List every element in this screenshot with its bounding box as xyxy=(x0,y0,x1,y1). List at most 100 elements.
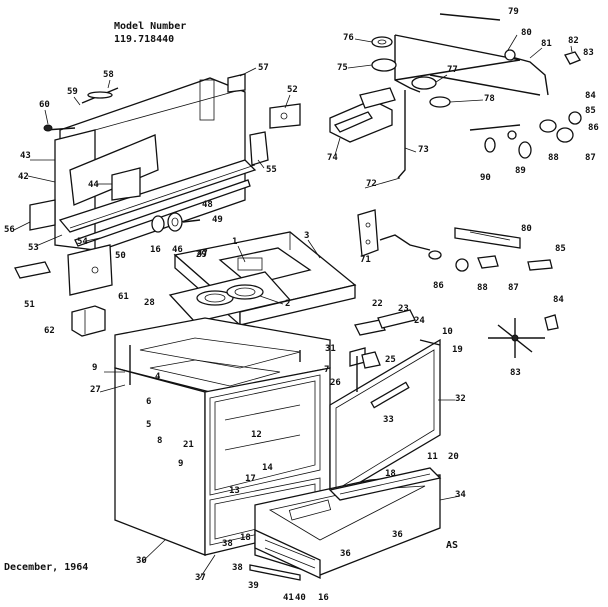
part-label: 23 xyxy=(398,304,409,314)
part-label: 82 xyxy=(568,36,579,46)
part-label: 76 xyxy=(343,33,354,43)
part-label: 78 xyxy=(484,94,495,104)
part-label: 4 xyxy=(155,372,161,382)
leader-lines xyxy=(13,34,573,579)
part-label: 39 xyxy=(248,581,259,591)
part-label: 52 xyxy=(287,85,298,95)
part-label: 77 xyxy=(447,65,458,75)
part-label: 44 xyxy=(88,180,99,190)
part-label: 31 xyxy=(325,344,336,354)
part-label: 32 xyxy=(455,394,466,404)
part-label: 6 xyxy=(146,397,151,407)
part-label: 48 xyxy=(202,200,213,210)
part-label: 10 xyxy=(442,327,453,337)
part-label: 49 xyxy=(212,215,223,225)
part-label: 72 xyxy=(366,179,377,189)
model-number: 119.718440 xyxy=(114,34,174,45)
part-label: 36 xyxy=(392,530,403,540)
diagram-date: December, 1964 xyxy=(4,562,88,573)
part-label: 56 xyxy=(4,225,15,235)
part-label: 16 xyxy=(150,245,161,255)
part-label: 83 xyxy=(510,368,521,378)
gas-manifold-assembly xyxy=(371,13,582,179)
part-label: 53 xyxy=(28,243,39,253)
part-label: 50 xyxy=(115,251,126,261)
range-cabinet xyxy=(114,317,331,556)
part-label: 16 xyxy=(318,593,329,603)
part-label: 71 xyxy=(360,255,371,265)
part-label: 7 xyxy=(324,365,329,375)
part-label: 86 xyxy=(433,281,444,291)
part-label: 79 xyxy=(508,7,519,17)
part-label: 9 xyxy=(178,459,183,469)
part-label: 85 xyxy=(585,106,596,116)
part-label: 25 xyxy=(385,355,396,365)
part-label: 26 xyxy=(330,378,341,388)
part-label: 11 xyxy=(427,452,438,462)
part-label: 58 xyxy=(103,70,114,80)
part-label: 8 xyxy=(157,436,162,446)
part-label: 5 xyxy=(146,420,151,430)
part-label: 28 xyxy=(144,298,155,308)
part-label: 20 xyxy=(448,452,459,462)
part-label: 84 xyxy=(585,91,596,101)
part-label: 87 xyxy=(508,283,519,293)
control-knobs xyxy=(151,212,201,233)
part-label: 62 xyxy=(44,326,55,336)
part-label: 40 xyxy=(295,593,306,603)
part-labels: 1 2 3 4 5 6 7 8 9 9 10 11 12 13 14 16 17… xyxy=(4,7,599,603)
part-label: 87 xyxy=(585,153,596,163)
part-label: 14 xyxy=(262,463,273,473)
part-label: 30 xyxy=(136,556,147,566)
part-label: 38 xyxy=(232,563,243,573)
burner-bracket xyxy=(329,87,396,143)
part-label: 21 xyxy=(183,440,194,450)
part-label: 55 xyxy=(266,165,277,175)
part-label: 41 xyxy=(283,593,294,603)
part-label: 22 xyxy=(372,299,383,309)
control-panel-assembly xyxy=(29,73,301,253)
small-brackets-left xyxy=(14,244,113,337)
part-label: 46 xyxy=(172,245,183,255)
part-label: 43 xyxy=(20,151,31,161)
part-label: 84 xyxy=(553,295,564,305)
part-label: 51 xyxy=(24,300,35,310)
part-label: 42 xyxy=(18,172,29,182)
cooktop-assembly xyxy=(168,231,357,327)
part-label: 90 xyxy=(480,173,491,183)
oven-burner-parts xyxy=(357,209,553,272)
part-label: 3 xyxy=(304,231,309,241)
part-label: 1 xyxy=(232,237,237,247)
diagram-code: AS xyxy=(446,540,458,551)
part-label: 61 xyxy=(118,292,129,302)
leveling-fitting xyxy=(488,314,559,358)
part-label: 38 xyxy=(222,539,233,549)
part-label: 74 xyxy=(327,153,338,163)
part-label: 85 xyxy=(555,244,566,254)
oven-door xyxy=(329,338,441,502)
part-label: 59 xyxy=(67,87,78,97)
part-label: 34 xyxy=(455,490,466,500)
part-label: 9 xyxy=(92,363,97,373)
part-label: 88 xyxy=(477,283,488,293)
part-label: 18 xyxy=(385,469,396,479)
part-label: 47 xyxy=(197,249,208,259)
part-label: 18 xyxy=(240,533,251,543)
part-label: 73 xyxy=(418,145,429,155)
part-label: 54 xyxy=(77,237,88,247)
part-label: 29 xyxy=(196,250,207,260)
part-label: 19 xyxy=(452,345,463,355)
part-label: 12 xyxy=(251,430,262,440)
part-label: 2 xyxy=(285,299,290,309)
part-label: 33 xyxy=(383,415,394,425)
part-label: 80 xyxy=(521,224,532,234)
part-label: 81 xyxy=(541,39,552,49)
model-label: Model Number xyxy=(114,21,186,32)
broiler-pan xyxy=(328,467,442,501)
part-label: 75 xyxy=(337,63,348,73)
door-hinge-brackets xyxy=(354,309,416,392)
part-label: 27 xyxy=(90,385,101,395)
broiler-drawer xyxy=(249,474,441,581)
